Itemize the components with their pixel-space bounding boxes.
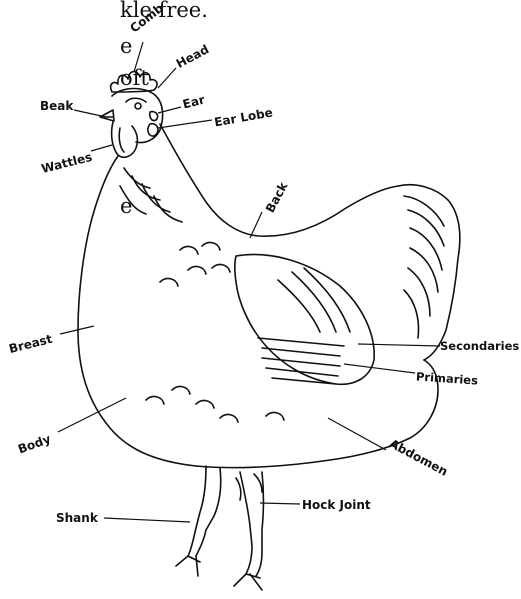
label-head: Head: [174, 42, 211, 71]
beak-leader-line: [74, 110, 106, 117]
primaries-leader-line: [344, 364, 415, 373]
ear-shape: [150, 112, 158, 121]
label-body: Body: [16, 432, 53, 457]
label-ear: Ear: [181, 93, 206, 112]
wattles-leader-line: [91, 145, 112, 151]
secondaries-leader-line: [358, 344, 440, 346]
label-abdomen: Abdomen: [387, 436, 450, 478]
eye: [135, 103, 141, 109]
label-beak: Beak: [40, 99, 74, 113]
label-wattles: Wattles: [40, 150, 94, 176]
abdomen-leader-line: [328, 418, 386, 450]
label-primaries: Primaries: [416, 369, 479, 387]
neck-back-outline: [160, 124, 398, 236]
shank-leader-line: [104, 518, 190, 522]
label-comb: Comb: [127, 1, 166, 36]
label-secondaries: Secondaries: [440, 339, 519, 353]
breast-body-outline: [78, 156, 196, 466]
label-ear-lobe: Ear Lobe: [213, 105, 274, 129]
tail-outline: [398, 185, 460, 360]
ear-lobe-shape: [148, 124, 158, 136]
label-shank: Shank: [56, 511, 99, 525]
beak-outline: [100, 110, 114, 121]
label-breast: Breast: [7, 332, 54, 356]
label-hock-joint: Hock Joint: [302, 498, 371, 512]
back-leader-line: [250, 212, 262, 238]
body-leader-line: [58, 398, 126, 432]
hock-joint-leader-line: [260, 503, 300, 504]
eye-brow-stroke: [126, 98, 146, 102]
label-back: Back: [263, 179, 291, 215]
comb-leader-line: [134, 42, 143, 72]
breast-leader-line: [60, 326, 94, 334]
head-leader-line: [158, 68, 176, 88]
ear-lobe-leader-line: [158, 120, 212, 128]
